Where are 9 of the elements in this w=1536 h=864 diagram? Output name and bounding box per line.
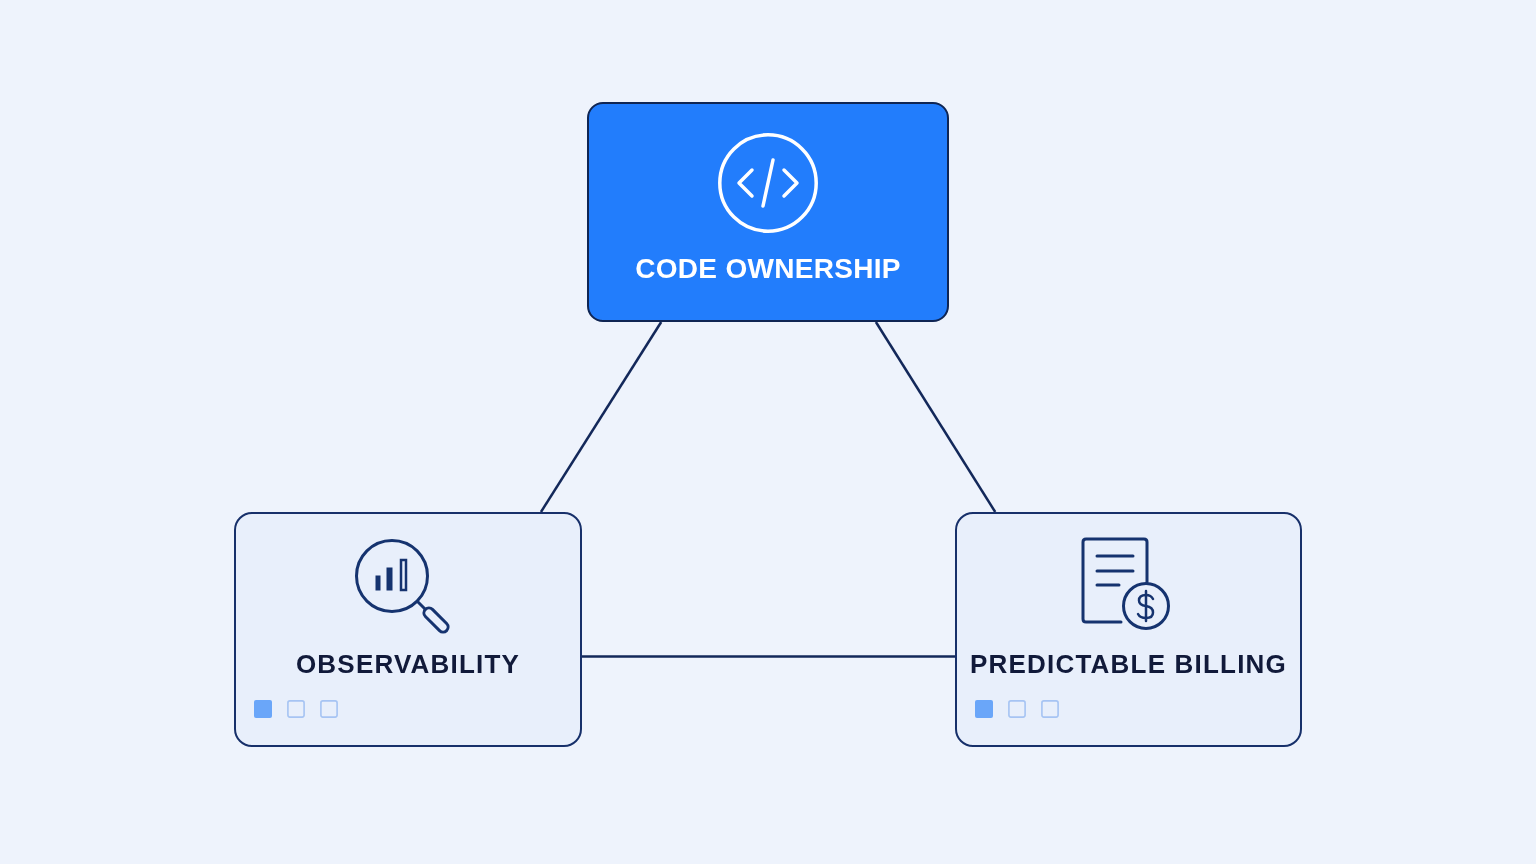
- highlighted-box: [587, 102, 949, 322]
- node-label: OBSERVABILITY: [295, 650, 521, 679]
- node-label: PREDICTABLE BILLING: [970, 650, 1287, 679]
- connector-line: [582, 655, 955, 658]
- concept-card: [955, 512, 1302, 747]
- connector-line: [874, 321, 997, 513]
- concept-card: [234, 512, 582, 747]
- node-label: CODE OWNERSHIP: [635, 254, 901, 285]
- connector-line: [539, 321, 663, 513]
